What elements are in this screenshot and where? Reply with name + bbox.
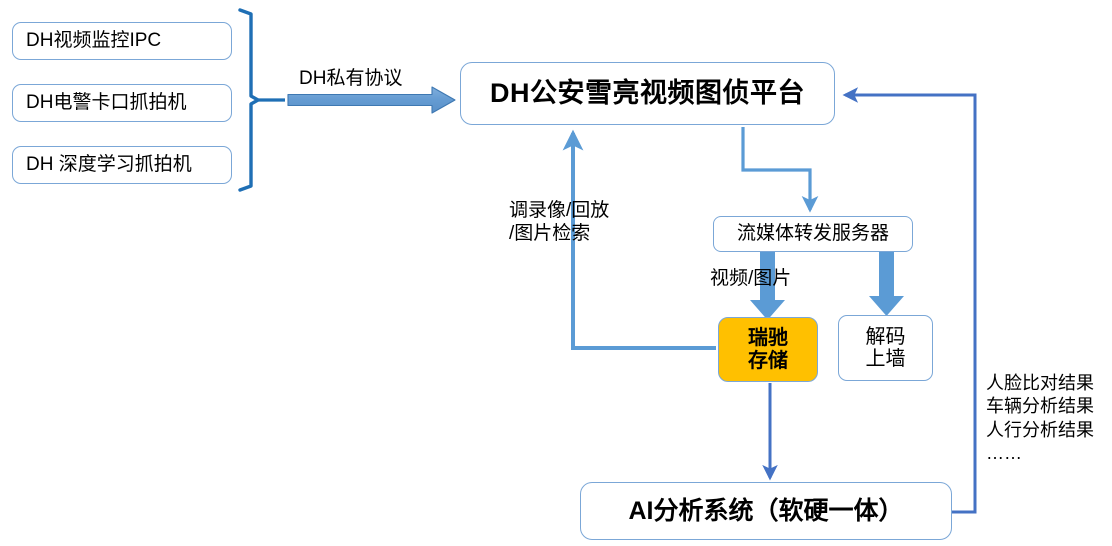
edge-ai-system-to-platform bbox=[842, 87, 977, 514]
edge-sources-to-platform bbox=[287, 86, 456, 114]
source-node-checkpoint[interactable]: DH电警卡口抓拍机 bbox=[12, 84, 232, 122]
node-stream-server-label: 流媒体转发服务器 bbox=[736, 223, 889, 245]
source-group-brace bbox=[238, 8, 285, 192]
edge-stream-server-to-decode bbox=[869, 251, 904, 316]
node-ai-system-label: AI分析系统（软硬一体） bbox=[628, 497, 904, 525]
source-node-deeplearning[interactable]: DH 深度学习抓拍机 bbox=[12, 146, 232, 184]
node-decode-wall[interactable]: 解码 上墙 bbox=[838, 315, 933, 381]
node-decode-wall-label: 解码 上墙 bbox=[865, 325, 906, 370]
source-node-deeplearning-label: DH 深度学习抓拍机 bbox=[26, 154, 192, 176]
node-storage[interactable]: 瑞驰 存储 bbox=[718, 317, 818, 382]
edge-label-media: 视频/图片 bbox=[710, 268, 792, 289]
edge-label-query: 调录像/回放 /图片检索 bbox=[509, 200, 610, 244]
node-storage-label: 瑞驰 存储 bbox=[748, 327, 788, 372]
source-node-checkpoint-label: DH电警卡口抓拍机 bbox=[26, 92, 187, 114]
edge-platform-to-stream-server bbox=[741, 127, 819, 213]
node-stream-server[interactable]: 流媒体转发服务器 bbox=[713, 216, 913, 252]
edge-label-results: 人脸比对结果 车辆分析结果 人行分析结果 …… bbox=[986, 373, 1094, 464]
edge-label-protocol: DH私有协议 bbox=[299, 68, 403, 89]
source-node-ipc-label: DH视频监控IPC bbox=[26, 30, 162, 52]
node-platform[interactable]: DH公安雪亮视频图侦平台 bbox=[460, 62, 835, 125]
node-ai-system[interactable]: AI分析系统（软硬一体） bbox=[580, 482, 952, 540]
node-platform-label: DH公安雪亮视频图侦平台 bbox=[490, 78, 805, 109]
source-node-ipc[interactable]: DH视频监控IPC bbox=[12, 22, 232, 60]
